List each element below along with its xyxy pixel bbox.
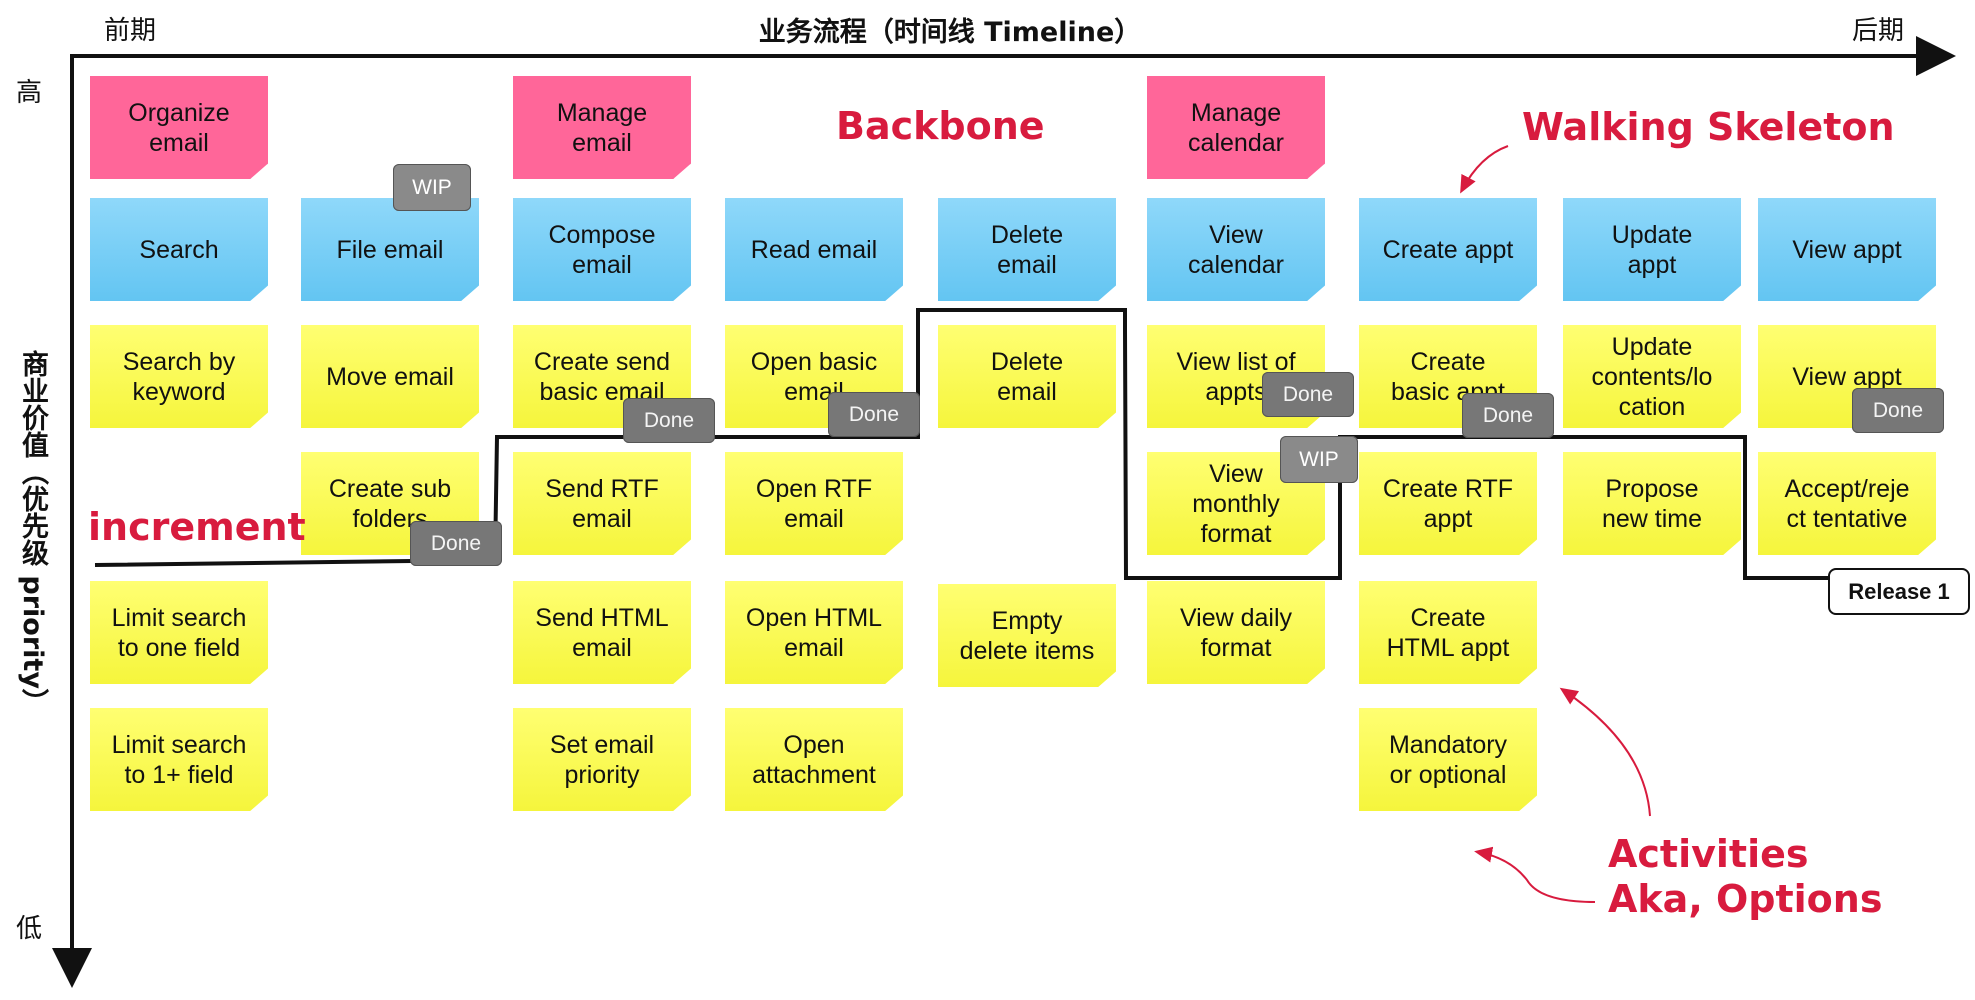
release-1-label: Release 1 [1828, 568, 1970, 615]
timeline-late-label: 后期 [1852, 16, 1905, 46]
timeline-title: 业务流程（时间线 Timeline） [758, 17, 1142, 48]
backbone-note: Organize email [90, 76, 268, 179]
options-callout: Aka, Options [1608, 877, 1883, 921]
activity-note: Open HTML email [725, 581, 903, 684]
activity-note: Create HTML appt [1359, 581, 1537, 684]
skeleton-note: View calendar [1147, 198, 1325, 301]
backbone-callout: Backbone [836, 104, 1045, 148]
activity-note: Send RTF email [513, 452, 691, 555]
walking-skeleton-callout: Walking Skeleton [1522, 105, 1895, 149]
done-badge: Done [410, 521, 502, 566]
activity-note: Limit search to one field [90, 581, 268, 684]
done-badge: Done [1852, 388, 1944, 433]
skeleton-note: Search [90, 198, 268, 301]
increment-callout: increment [88, 505, 306, 549]
skeleton-note: Delete email [938, 198, 1116, 301]
priority-title: 商业价值（优先级 priority） [17, 350, 48, 716]
activity-note: View daily format [1147, 581, 1325, 684]
activity-note: Create sub folders [301, 452, 479, 555]
wip-badge: WIP [393, 164, 471, 211]
skeleton-note: Update appt [1563, 198, 1741, 301]
done-badge: Done [1262, 372, 1354, 417]
activity-note: Open attachment [725, 708, 903, 811]
activity-note: Empty delete items [938, 584, 1116, 687]
priority-high-label: 高 [16, 78, 43, 108]
done-badge: Done [1462, 393, 1554, 438]
walking-skeleton-arrow [1460, 145, 1509, 194]
activity-note: Accept/reje ct tentative [1758, 452, 1936, 555]
done-badge: Done [623, 398, 715, 443]
done-badge: Done [828, 392, 920, 437]
activity-note: Send HTML email [513, 581, 691, 684]
timeline-early-label: 前期 [104, 16, 157, 46]
priority-low-label: 低 [16, 914, 43, 944]
activity-note: Search by keyword [90, 325, 268, 428]
activity-note: Set email priority [513, 708, 691, 811]
activity-note: Propose new time [1563, 452, 1741, 555]
activity-note: Move email [301, 325, 479, 428]
skeleton-note: Create appt [1359, 198, 1537, 301]
activity-note: Limit search to 1+ field [90, 708, 268, 811]
activities-callout: Activities [1608, 832, 1809, 876]
skeleton-note: Compose email [513, 198, 691, 301]
activity-note: Open basic email [725, 325, 903, 428]
activity-note: Update contents/lo cation [1563, 325, 1741, 428]
activities-arrow-up [1559, 687, 1651, 817]
skeleton-note: View appt [1758, 198, 1936, 301]
activity-note: Create RTF appt [1359, 452, 1537, 555]
skeleton-note: Read email [725, 198, 903, 301]
wip-badge: WIP [1280, 436, 1358, 483]
backbone-note: Manage calendar [1147, 76, 1325, 179]
activity-note: Delete email [938, 325, 1116, 428]
activity-note: Mandatory or optional [1359, 708, 1537, 811]
activity-note: Open RTF email [725, 452, 903, 555]
activities-arrow-left [1474, 846, 1596, 903]
activity-note: View appt [1758, 325, 1936, 428]
backbone-note: Manage email [513, 76, 691, 179]
skeleton-note: File email [301, 198, 479, 301]
